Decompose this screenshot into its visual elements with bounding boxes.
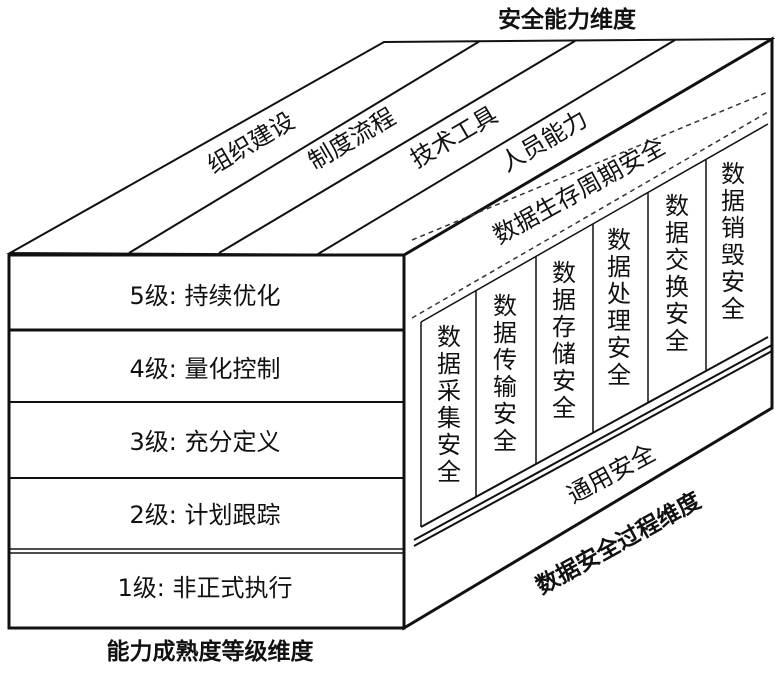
stage-label-storage: 数据存储安全: [552, 259, 576, 422]
lifecycle-dashed-top: [411, 91, 769, 241]
maturity-level-1: 1级: 非正式执行: [118, 574, 293, 602]
stage-label-destroy: 数据销毁安全: [721, 160, 745, 323]
cube-right-face: [402, 36, 774, 631]
stage-frame-top: [420, 123, 769, 323]
title-capability-dimension: 安全能力维度: [498, 6, 637, 33]
stage-label-destroy-text: 数据销毁安全: [721, 160, 745, 323]
stage-label-transfer-text: 数据传输安全: [493, 292, 517, 455]
maturity-level-3: 3级: 充分定义: [130, 428, 281, 456]
general-band-line-2: [413, 350, 773, 547]
top-divider-3: [317, 39, 676, 255]
maturity-level-5: 5级: 持续优化: [130, 282, 281, 310]
stage-label-transfer: 数据传输安全: [493, 292, 517, 455]
stage-label-process-text: 数据处理安全: [607, 226, 631, 389]
stage-label-collect-text: 数据采集安全: [437, 323, 461, 486]
maturity-level-4: 4级: 量化控制: [130, 355, 281, 383]
stage-label-collect: 数据采集安全: [437, 323, 461, 486]
stage-frame-bottom: [420, 336, 769, 528]
cube-front-face: [7, 253, 406, 630]
top-divider-1: [128, 40, 481, 254]
stage-label-exchange: 数据交换安全: [665, 192, 689, 355]
top-divider-2: [218, 40, 576, 254]
stage-label-exchange-text: 数据交换安全: [665, 192, 689, 355]
title-maturity-dimension: 能力成熟度等级维度: [107, 638, 315, 665]
stage-label-process: 数据处理安全: [607, 226, 631, 389]
general-band-line-1: [413, 344, 773, 541]
maturity-level-2: 2级: 计划跟踪: [130, 501, 281, 529]
stage-label-storage-text: 数据存储安全: [552, 259, 576, 422]
lifecycle-dashed-bottom: [411, 111, 769, 319]
